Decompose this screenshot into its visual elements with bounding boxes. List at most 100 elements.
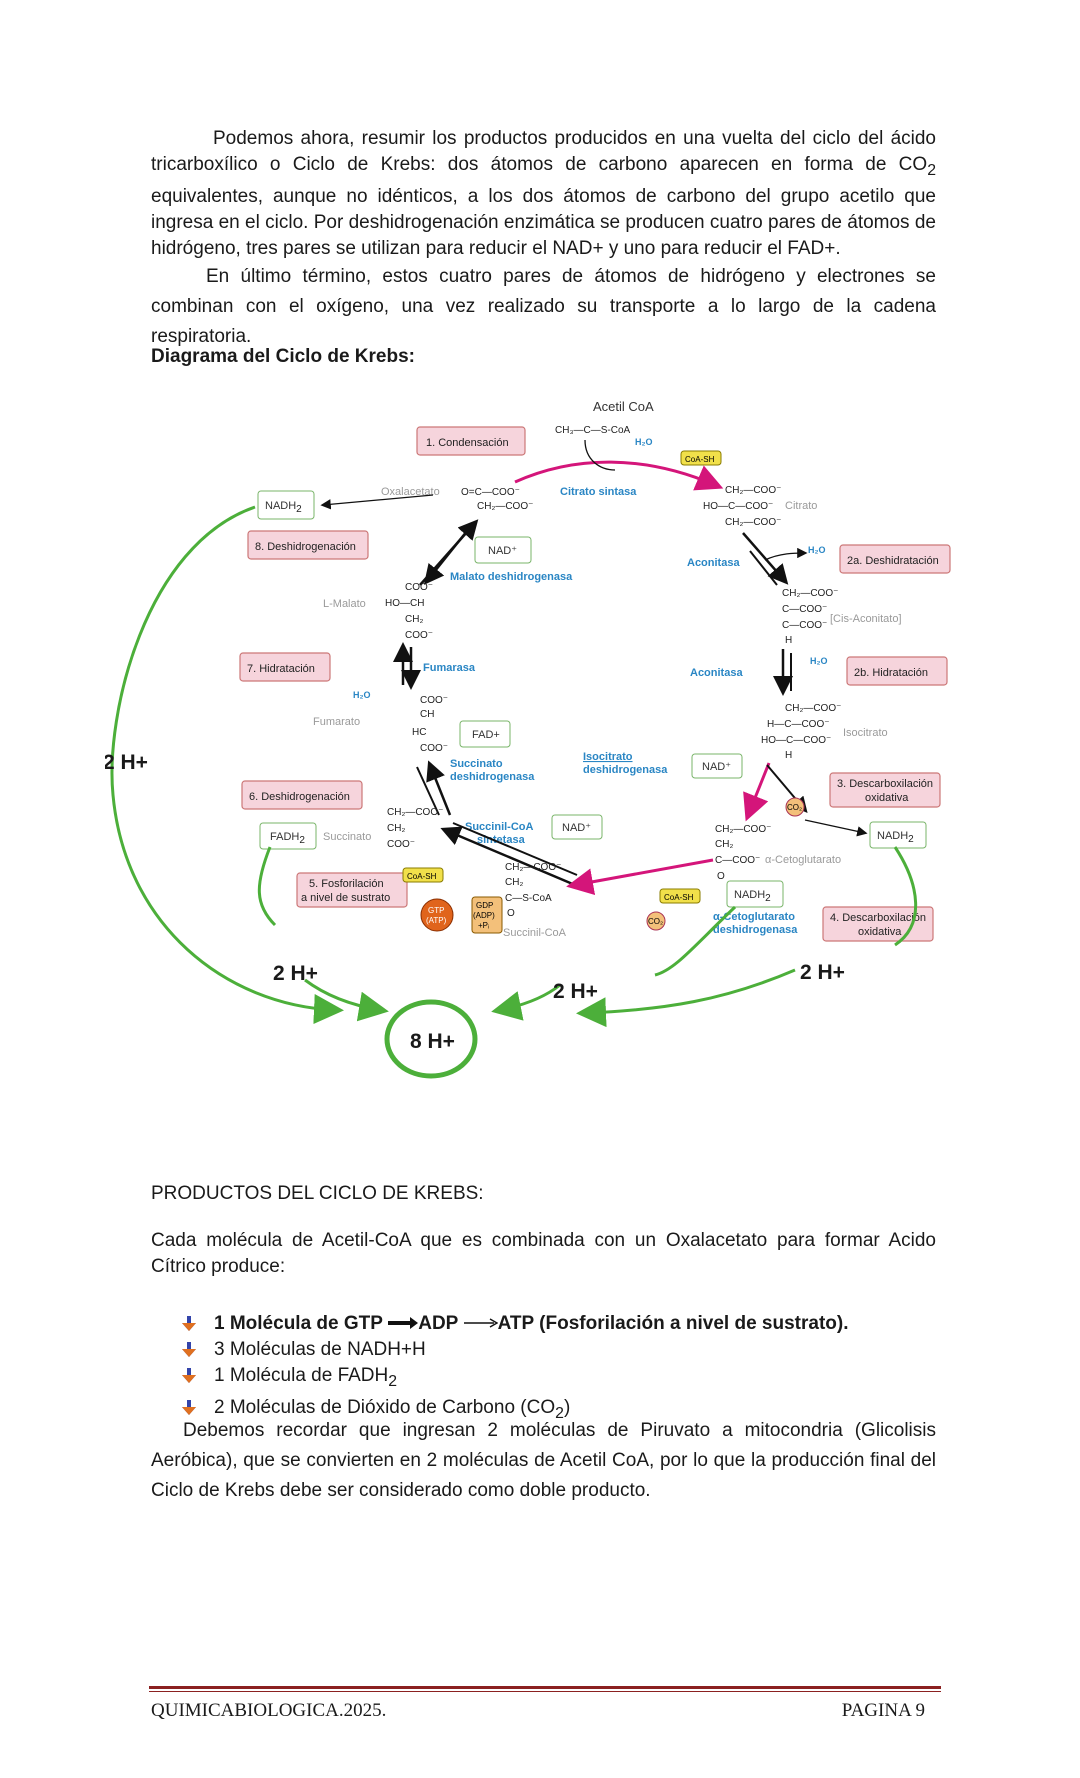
citrato-formula-1: CH₂—COO⁻ (725, 485, 781, 496)
succinato-formula-2: CH₂ (387, 823, 405, 834)
oxalacetato-formula-1: O=C—COO⁻ (461, 487, 520, 498)
condensation-arrow (514, 460, 724, 491)
coash-tag-1: CoA-SH (680, 450, 722, 466)
bullet-1-atp: ATP (Fosforilación a nivel de sustrato). (497, 1313, 849, 1334)
akg-formula-1: CH₂—COO⁻ (715, 824, 771, 835)
succinilcoa-formula-3: C—S-CoA (505, 893, 552, 904)
svg-text:(ATP): (ATP) (426, 916, 447, 925)
cisaconitate-to-citrate-arrow (749, 550, 778, 586)
bullet-4-subscript: 2 (555, 1404, 564, 1422)
metabolite-succinil-coa: Succinil-CoA (503, 927, 567, 939)
cisaconitato-formula-1: CH₂—COO⁻ (782, 588, 838, 599)
arrow-down-bullet-icon (182, 1368, 196, 1383)
enzyme-succinil-sint-l1: Succinil-CoA (465, 821, 534, 833)
svg-text:oxidativa: oxidativa (858, 926, 902, 938)
enzyme-akg-dh-l1: α-Cetoglutarato (713, 911, 795, 923)
svg-text:4. Descarboxilación: 4. Descarboxilación (830, 912, 926, 924)
step-1-label: 1. Condensación (426, 437, 509, 449)
acetil-coa-label: Acetil CoA (593, 399, 654, 414)
cisaconitato-formula-3: C—COO⁻ (782, 620, 827, 631)
step-3-ox-decarboxylation: 3. Descarboxilación oxidativa (829, 772, 941, 808)
svg-text:CoA-SH: CoA-SH (664, 893, 694, 902)
h2o-out-arrow (764, 547, 808, 561)
green-flow-bottom-left (304, 978, 389, 1022)
malato-formula-2: HO—CH (385, 598, 424, 609)
isocitrato-formula-1: CH₂—COO⁻ (785, 703, 841, 714)
akg-dh-arrow (566, 858, 714, 896)
nad-tag-1: NAD⁺ (474, 536, 532, 564)
products-intro: Cada molécula de Acetil-CoA que es combi… (151, 1230, 936, 1277)
coash-tag-2: CoA-SH (659, 888, 701, 904)
co2-tag-2: CO₂ (646, 911, 666, 931)
fumarato-formula-1: COO⁻ (420, 695, 448, 706)
arrow-down-bullet-icon (182, 1316, 196, 1331)
closing-text: Debemos recordar que ingresan 2 molécula… (151, 1420, 936, 1501)
svg-text:FAD+: FAD+ (472, 729, 500, 741)
enzyme-succinato-dh-l2: deshidrogenasa (450, 771, 535, 783)
fumarato-formula-4: COO⁻ (420, 743, 448, 754)
succinilcoa-formula-4: O (507, 908, 515, 919)
step-1-condensation: 1. Condensación (416, 426, 526, 456)
svg-text:NADH2: NADH2 (734, 889, 771, 904)
intro-section: Podemos ahora, resumir los productos pro… (151, 126, 936, 352)
gtp-tag: GTP (ATP) (420, 898, 454, 932)
fumarato-formula-2: CH (420, 709, 434, 720)
list-item: 1 Molécula de GTP ADP ATP (Fosforilación… (182, 1311, 849, 1337)
akg-formula-2: CH₂ (715, 839, 733, 850)
step-2b-hydration: 2b. Hidratación (846, 656, 948, 686)
metabolite-oxalacetato: Oxalacetato (381, 486, 440, 498)
total-hplus-circle: 8 H+ (384, 999, 478, 1079)
hplus-bottom-right: 2 H+ (800, 961, 845, 984)
oxalacetato-formula-2: CH₂—COO⁻ (477, 501, 533, 512)
svg-text:NADH2: NADH2 (877, 830, 914, 845)
h2o-label-3: H₂O (353, 690, 371, 700)
bold-arrow-icon (388, 1317, 419, 1329)
bullet-4-tail: ) (563, 1396, 571, 1418)
metabolite-isocitrato: Isocitrato (843, 727, 888, 739)
nadh-tag-1: NADH2 (257, 490, 315, 520)
footer-divider (149, 1686, 941, 1692)
hplus-bottom-mid: 2 H+ (553, 980, 598, 1003)
coash-tag-3: CoA-SH (402, 867, 444, 883)
metabolite-fumarato: Fumarato (313, 716, 360, 728)
svg-text:2b. Hidratación: 2b. Hidratación (854, 667, 928, 679)
bullet-4-text: 2 Moléculas de Dióxido de Carbono (CO (214, 1396, 556, 1418)
svg-text:3. Descarboxilación: 3. Descarboxilación (837, 778, 933, 790)
fumarate-to-succinate-arrow (416, 766, 440, 816)
svg-text:NAD⁺: NAD⁺ (562, 822, 591, 834)
green-flow-bottom-mid (491, 983, 561, 1021)
h2o-label-4: H₂O (810, 656, 828, 666)
footer-title: QUIMICABIOLOGICA.2025. (151, 1700, 387, 1721)
green-flow-middle (654, 905, 737, 977)
svg-text:(ADP): (ADP) (473, 911, 495, 920)
svg-text:CO₂: CO₂ (648, 917, 663, 926)
svg-text:GTP: GTP (428, 906, 444, 915)
fumarato-formula-3: HC (412, 727, 426, 738)
succinato-formula-1: CH₂—COO⁻ (387, 807, 443, 818)
hplus-total: 8 H+ (410, 1030, 455, 1053)
nadh-tag-2: NADH2 (869, 821, 927, 849)
bullet-1-gtp: 1 Molécula de GTP (214, 1313, 383, 1334)
enzyme-aconitasa-1: Aconitasa (687, 557, 740, 569)
metabolite-citrato: Citrato (785, 500, 817, 512)
succinate-to-succinylcoa-arrow (452, 822, 578, 876)
svg-text:CoA-SH: CoA-SH (407, 872, 437, 881)
svg-text:oxidativa: oxidativa (865, 792, 909, 804)
h2o-label-1: H₂O (635, 437, 653, 447)
bullet-2-text: 3 Moléculas de NADH+H (214, 1339, 426, 1360)
nad-tag-3: NAD⁺ (551, 814, 603, 840)
intro-paragraph-2: En último término, estos cuatro pares de… (151, 265, 936, 347)
enzyme-citrato-sintasa: Citrato sintasa (560, 486, 637, 498)
metabolite-cis-aconitato: [Cis-Aconitato] (830, 613, 902, 625)
acetil-in-arrow (584, 439, 616, 471)
hplus-left: 2 H+ (105, 751, 148, 774)
bullet-3-subscript: 2 (388, 1372, 398, 1390)
svg-text:7. Hidratación: 7. Hidratación (247, 663, 315, 675)
enzyme-fumarasa: Fumarasa (423, 662, 476, 674)
svg-text:a nivel de sustrato: a nivel de sustrato (301, 892, 390, 904)
green-flow-left (110, 505, 344, 1025)
cisaconitato-formula-4: H (785, 635, 792, 646)
metabolite-akg: α-Cetoglutarato (765, 854, 841, 866)
svg-text:CO₂: CO₂ (787, 803, 802, 812)
svg-text:+Pᵢ: +Pᵢ (478, 921, 489, 930)
